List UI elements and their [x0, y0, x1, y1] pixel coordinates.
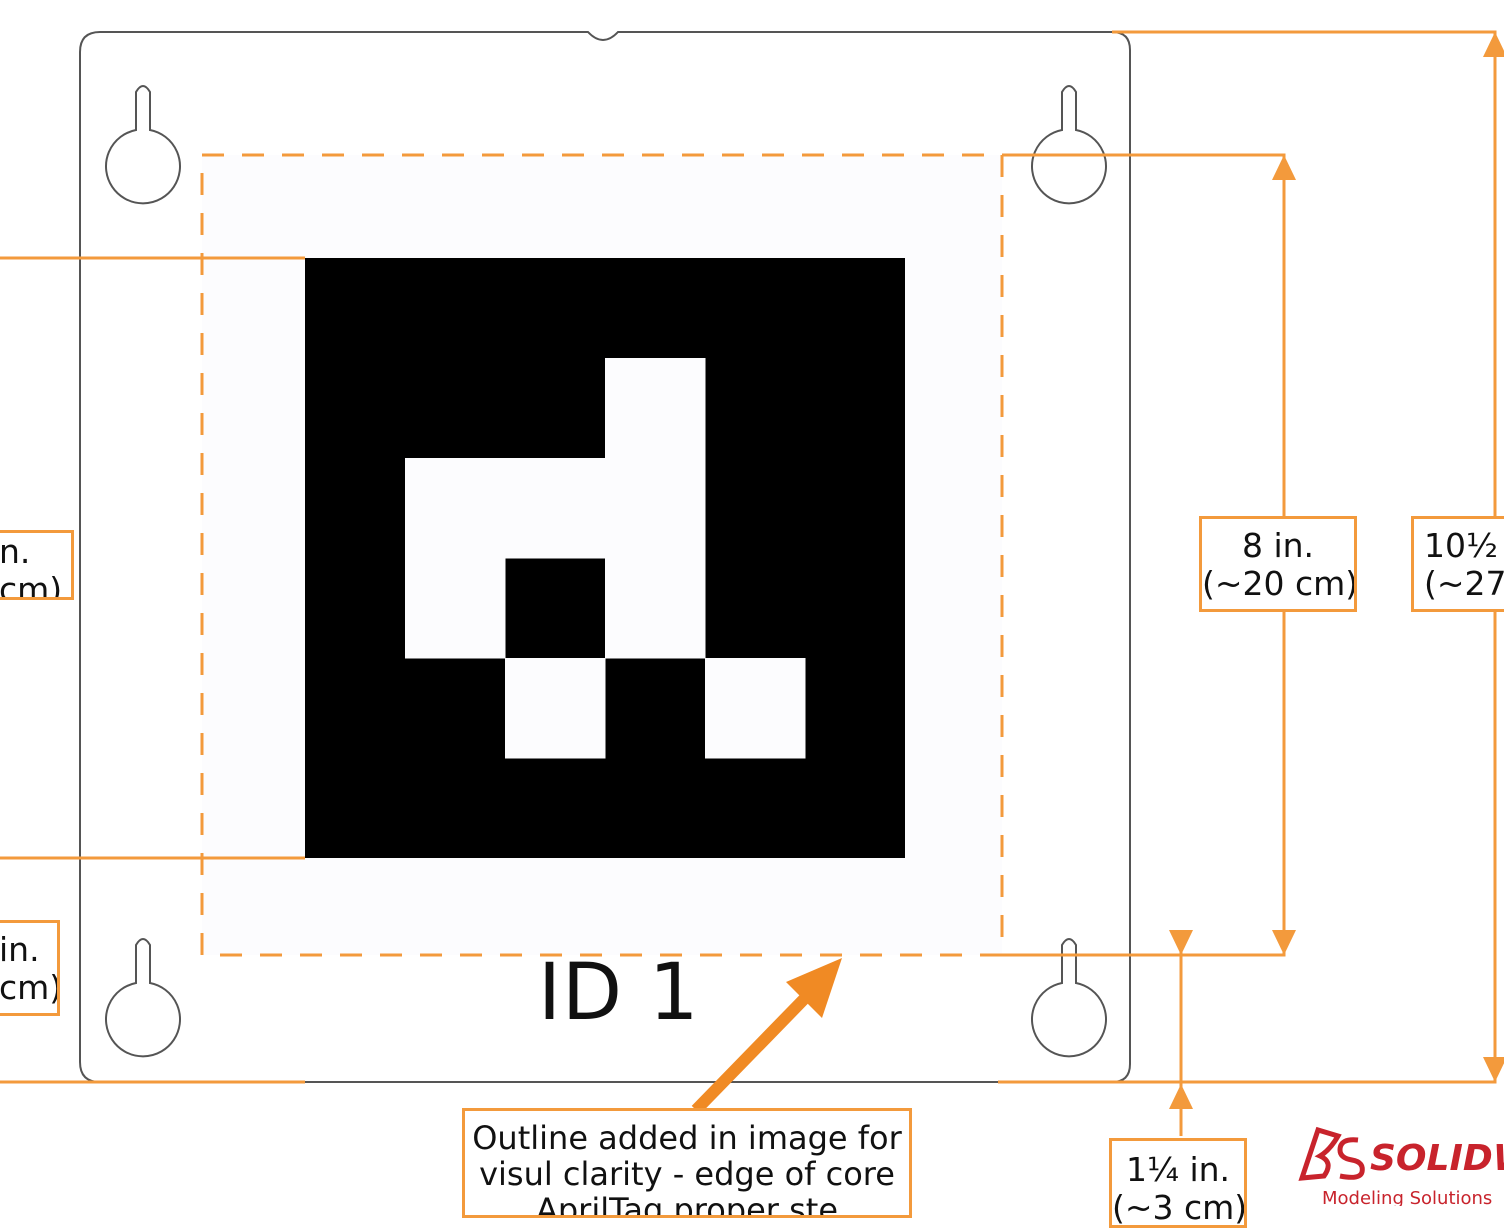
apriltag-white-cell — [705, 658, 806, 759]
apriltag-white-cell — [505, 458, 606, 559]
apriltag-white-cell — [405, 558, 506, 659]
solidworks-logo-icon — [1298, 1126, 1365, 1181]
dimension-label-left-lower: in. cm) — [0, 920, 60, 1016]
arrowhead-margin-top — [1169, 930, 1193, 955]
arrowhead-outer-top — [1483, 32, 1504, 57]
apriltag-white-cell — [605, 558, 706, 659]
dimension-arrowheads — [1169, 32, 1504, 1109]
core-outline-dashed — [200, 153, 1004, 957]
callout-line1: Outline added in image for — [472, 1119, 902, 1157]
dimension-outer-line2: (~27 — [1424, 563, 1504, 603]
dimension-left-upper-line2: cm) — [0, 569, 63, 600]
callout-line3: AprilTag proper ste — [535, 1190, 839, 1218]
dimension-label-bottom-margin: 1¼ in. (~3 cm) — [1109, 1138, 1247, 1228]
apriltag-white-cell — [605, 458, 706, 559]
apriltag-cells — [405, 358, 806, 759]
apriltag-white-cell — [405, 458, 506, 559]
arrowhead-inner-top — [1272, 155, 1296, 180]
solidworks-logo: SOLIDWORKS Modeling Solutions — [1292, 1110, 1504, 1206]
logo-brand-text: SOLIDWORKS — [1370, 1138, 1504, 1179]
keyhole-bottom-left-icon — [105, 938, 181, 1058]
dimension-label-outer: 10½ (~27 — [1411, 516, 1504, 612]
dimension-inner-width-line2: (~20 cm) — [1202, 563, 1357, 603]
dimension-left-upper-line1: n. — [0, 532, 31, 571]
outline-callout-box: Outline added in image for visul clarity… — [462, 1108, 912, 1218]
callout-line2: visul clarity - edge of core — [479, 1154, 895, 1193]
keyhole-top-left-icon — [105, 85, 181, 205]
keyhole-bottom-right-icon — [1031, 938, 1107, 1058]
dimension-inner-width-line1: 8 in. — [1241, 526, 1315, 565]
logo-tagline: Modeling Solutions — [1322, 1188, 1493, 1206]
callout-arrow-icon — [691, 958, 842, 1115]
dimension-left-lower-line2: cm) — [0, 967, 60, 1007]
dimension-left-lower-line1: in. — [0, 930, 40, 969]
dimension-bottom-margin-line2: (~3 cm) — [1112, 1187, 1247, 1227]
apriltag-white-cell — [505, 658, 606, 759]
dimension-bottom-margin-line1: 1¼ in. — [1125, 1150, 1231, 1189]
dimension-label-inner-width: 8 in. (~20 cm) — [1199, 516, 1357, 612]
arrowhead-outer-bottom — [1483, 1057, 1504, 1082]
arrowhead-inner-bottom — [1272, 930, 1296, 955]
arrowhead-margin-bottom — [1169, 1084, 1193, 1109]
tag-id-label: ID 1 — [538, 948, 700, 1038]
keyhole-top-right-icon — [1031, 85, 1107, 205]
apriltag-white-cell — [605, 358, 706, 459]
left-dimension-lines — [0, 256, 305, 1084]
dimension-outer-line1: 10½ — [1424, 526, 1498, 565]
dimension-label-left-upper: n. cm) — [0, 530, 74, 600]
